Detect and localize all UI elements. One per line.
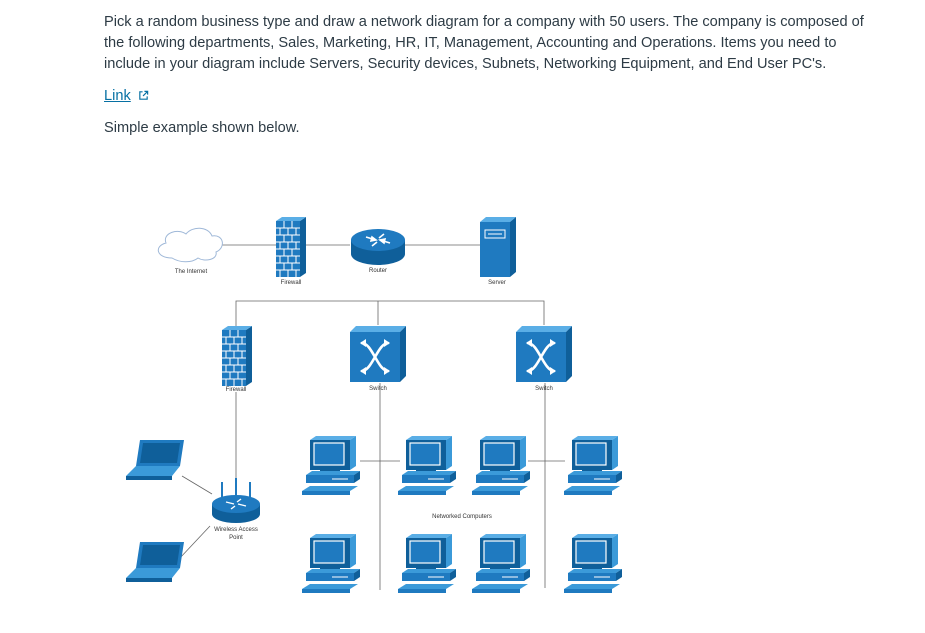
switch-icon [514, 324, 574, 384]
desktop-computer-icon [301, 435, 361, 496]
wireless-access-point-icon [212, 478, 260, 523]
firewall-top-label: Firewall [281, 280, 302, 286]
link-container: Link [104, 88, 149, 104]
switch-1-label: Switch [369, 386, 387, 392]
connection-lines [178, 244, 565, 590]
internet-label: The Internet [175, 269, 208, 275]
laptop-icon [126, 542, 184, 582]
desktop-computer-icon [471, 435, 531, 496]
desktop-computer-icon [397, 533, 457, 594]
caption-text: Simple example shown below. [104, 120, 300, 136]
wap-label-line1: Wireless Access [214, 527, 258, 533]
assignment-text: Pick a random business type and draw a n… [104, 14, 864, 72]
networked-computers-label: Networked Computers [432, 514, 492, 520]
switch-icon [348, 324, 408, 384]
server-label: Server [488, 280, 506, 286]
desktop-computer-icon [471, 533, 531, 594]
desktop-computer-icon [563, 435, 623, 496]
firewall-icon [275, 216, 307, 278]
cloud-icon [157, 227, 223, 263]
router-icon [351, 229, 405, 265]
laptop-icon [126, 440, 184, 480]
external-link-icon [139, 90, 149, 100]
assignment-link[interactable]: Link [104, 88, 131, 104]
firewall-icon [221, 325, 253, 387]
server-icon [480, 217, 516, 277]
desktop-computer-icon [301, 533, 361, 594]
firewall-mid-label: Firewall [226, 387, 247, 393]
wap-label-line2: Point [229, 535, 243, 541]
switch-2-label: Switch [535, 386, 553, 392]
router-label: Router [369, 268, 387, 274]
desktop-computer-icon [397, 435, 457, 496]
desktop-computer-icon [563, 533, 623, 594]
